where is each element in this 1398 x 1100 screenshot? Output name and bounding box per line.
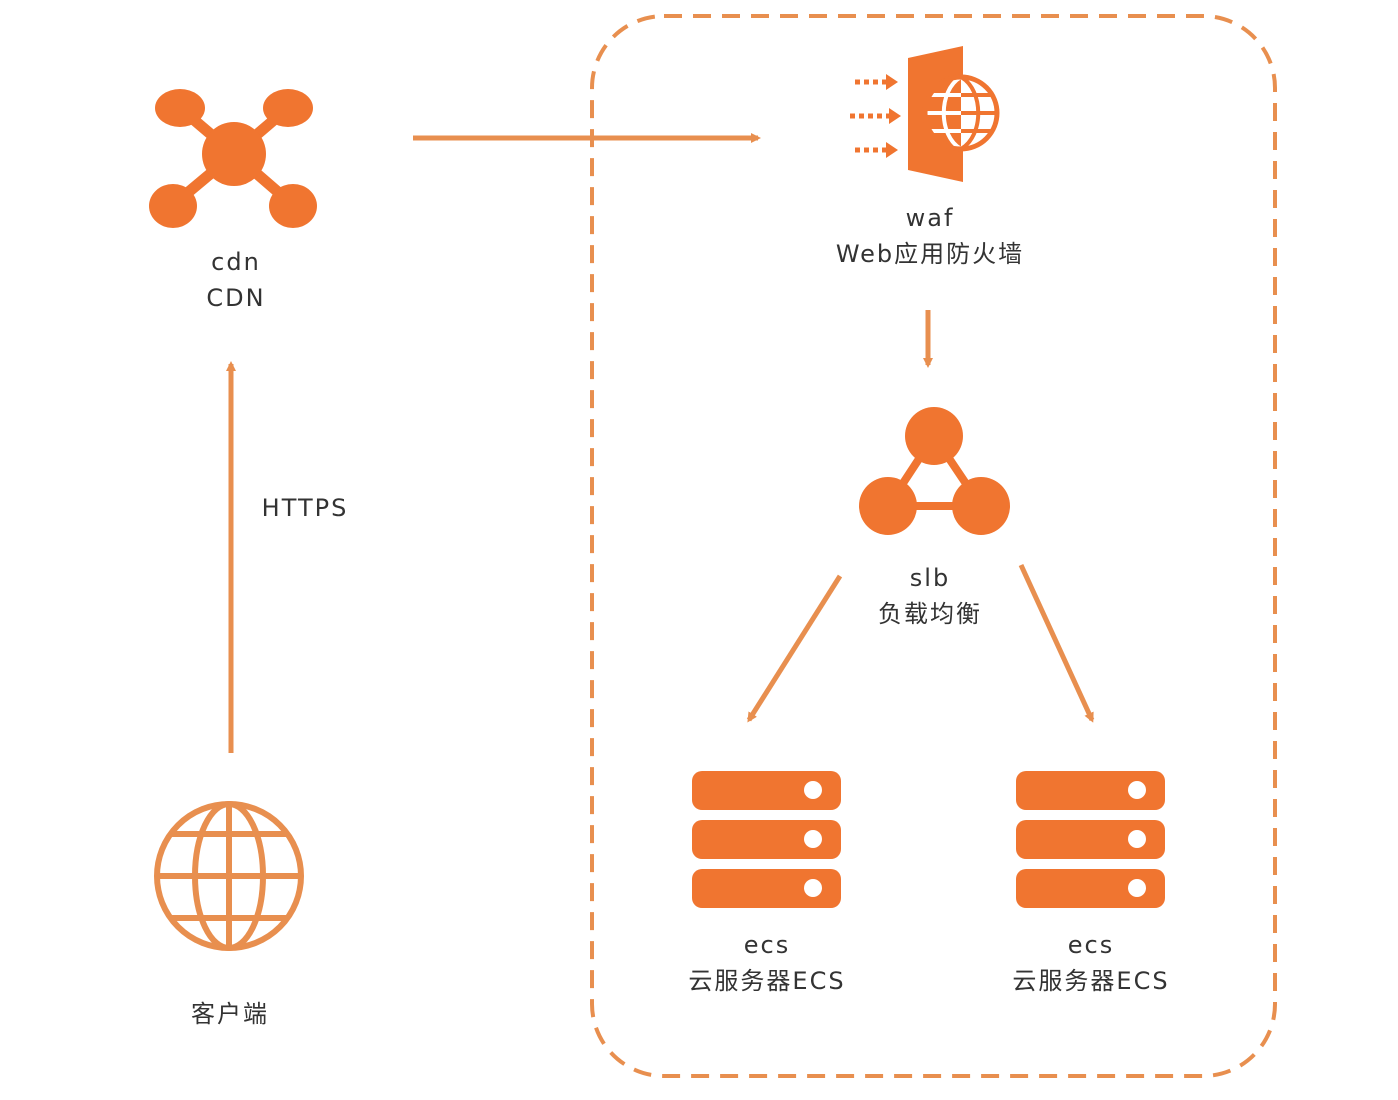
cloud-boundary <box>590 14 1277 1078</box>
server-stack-icon <box>692 771 841 908</box>
https-label: HTTPS <box>261 494 349 522</box>
ecs-right-name: ecs <box>1067 931 1115 959</box>
web-firewall-icon <box>850 46 1000 182</box>
globe-icon <box>154 801 304 951</box>
cdn-title: CDN <box>206 284 266 312</box>
edge-slb-to-ecs-right <box>1018 563 1095 723</box>
https-edge-label: HTTPS <box>262 490 349 526</box>
ecs-left-title: 云服务器ECS <box>688 967 846 995</box>
ecs-right-label: ecs 云服务器ECS <box>1012 927 1169 999</box>
slb-name: slb <box>909 564 951 592</box>
ecs-left-label: ecs 云服务器ECS <box>688 927 845 999</box>
client-label: 客户端 <box>191 996 269 1032</box>
client-title: 客户端 <box>191 1000 269 1028</box>
cdn-name: cdn <box>211 248 261 276</box>
waf-title: Web应用防火墙 <box>835 240 1025 268</box>
cdn-network-icon <box>149 89 317 228</box>
edge-slb-to-ecs-left <box>746 574 843 723</box>
load-balancer-icon <box>859 407 1010 535</box>
ecs-left-name: ecs <box>743 931 791 959</box>
ecs-right-title: 云服务器ECS <box>1012 967 1170 995</box>
slb-title: 负载均衡 <box>878 600 982 628</box>
waf-name: waf <box>905 204 955 232</box>
cdn-label: cdn CDN <box>206 244 265 316</box>
server-stack-icon <box>1016 771 1165 908</box>
waf-label: waf Web应用防火墙 <box>836 200 1024 272</box>
slb-label: slb 负载均衡 <box>878 560 982 632</box>
